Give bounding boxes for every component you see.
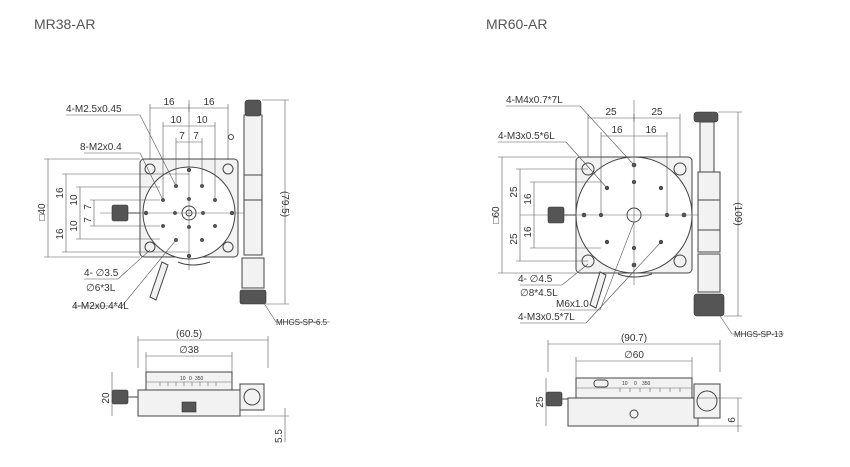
mr38-top-view: 16 16 10 10 7 7 □40 16 10 7 7 10 16 (79.… [37, 97, 330, 327]
mr60-scale-label: 350 [642, 381, 651, 387]
mr38-height-dim: (79.5) [279, 191, 290, 217]
mr38-left-dim: 7 [83, 217, 94, 223]
mr60-top-dim: 16 [645, 125, 657, 136]
mr60-corner-hole [673, 162, 687, 176]
mr38-lock-knob [111, 204, 129, 222]
mr38-side-lock-knob [111, 389, 129, 405]
mr38-top-dim: 10 [196, 115, 208, 126]
mr38-micrometer-cap [244, 99, 262, 117]
mr60-callout: 4-M4x0.7*7L [506, 95, 563, 106]
mr38-scale-label: 10 [180, 376, 186, 382]
mr60-callout: M6x1.0 [556, 299, 589, 310]
mr60-side-width: (90.7) [621, 333, 647, 344]
mr38-callout: 8-M2x0.4 [80, 142, 122, 153]
mr38-left-dim: 10 [69, 220, 80, 232]
mr60-scale-label: 0 [634, 381, 637, 387]
mr60-callout: 4-M3x0.5*7L [518, 312, 575, 323]
title-mr60: MR60-AR [486, 16, 548, 32]
mr38-scale-label: 350 [195, 376, 204, 382]
mr38-side-diameter: ∅38 [179, 345, 199, 356]
mr38-scale-label: 0 [189, 376, 192, 382]
mr60-side-view: (90.7) ∅60 10 0 350 25 6 [535, 333, 742, 432]
mr38-corner-hole [222, 241, 234, 253]
mr38-top-dim: 16 [163, 97, 175, 108]
mr38-side-clamp [181, 401, 197, 413]
mr38-lever [149, 261, 169, 301]
mr60-micrometer-cap [693, 111, 719, 123]
mr60-lock-knob [547, 206, 565, 224]
mr38-side-width: (60.5) [176, 329, 202, 340]
mr38-base-height: 5.5 [274, 429, 285, 443]
mr38-left-dim: 10 [69, 194, 80, 206]
mr38-scale-arc [177, 261, 211, 266]
mr38-callout: ∅6*3L [86, 283, 116, 294]
mr38-left-dim: 16 [55, 228, 66, 240]
mr60-left-dim: 16 [523, 193, 534, 205]
mr38-micrometer-label: MHGS-SP-6.5 [276, 318, 328, 327]
mr60-micrometer-body [697, 171, 721, 253]
mr60-callout: ∅8*4.5L [520, 288, 558, 299]
mr60-callout: 4- ∅4.5 [518, 274, 553, 285]
mr60-side-clamp-screw [629, 409, 639, 419]
mr38-top-dim: 10 [170, 115, 182, 126]
mr38-top-dim: 7 [193, 131, 199, 142]
mr60-left-dim: 25 [509, 233, 520, 245]
title-mr38: MR38-AR [34, 16, 96, 32]
mr60-side-lock-knob [545, 391, 563, 407]
mr60-side-base [567, 397, 699, 427]
mr60-side-window [593, 379, 609, 388]
mr60-top-dim: 25 [651, 107, 663, 118]
mr38-callout: 4-M2x0.4*4L [72, 301, 129, 312]
mr38-callout: 4- ∅3.5 [84, 268, 119, 279]
mr60-lever [589, 271, 607, 309]
mr38-side-view: (60.5) ∅38 10 0 350 20 5.5 [101, 329, 289, 443]
mr38-micrometer-body [243, 114, 263, 256]
mr60-micrometer-label: MHGS-SP-13 [734, 330, 783, 339]
mr60-micrometer-thimble [693, 293, 725, 317]
mr38-callout: 4-M2.5x0.45 [66, 104, 122, 115]
mr60-height-dim: (109) [732, 202, 743, 225]
mr38-corner-hole [222, 163, 234, 175]
mr38-left-dim: 7 [83, 204, 94, 210]
mr38-micrometer-sleeve [241, 257, 265, 289]
mr60-micrometer-stem [699, 121, 715, 173]
mr60-corner-hole [673, 254, 687, 268]
mr60-side-diameter: ∅60 [624, 350, 644, 361]
mr60-callout: 4-M3x0.5*6L [498, 131, 555, 142]
mr38-side-height: 20 [101, 392, 112, 404]
mr60-square-size: □60 [491, 206, 502, 224]
mr60-top-dim: 25 [605, 107, 617, 118]
mr38-top-dim: 16 [203, 97, 215, 108]
mr60-left-dim: 25 [509, 186, 520, 198]
mr60-side-micrometer [693, 383, 721, 419]
mr38-micrometer-thimble [239, 289, 267, 305]
mr38-top-dim: 7 [179, 131, 185, 142]
mr38-left-dim: 16 [55, 187, 66, 199]
mr60-micrometer-sleeve [697, 253, 721, 293]
mr38-square-size: □40 [37, 203, 48, 221]
mr60-side-height: 25 [535, 396, 546, 408]
mr60-scale-label: 10 [622, 381, 628, 387]
mr60-base-height: 6 [727, 417, 738, 423]
mr60-top-dim: 16 [611, 125, 623, 136]
mr60-top-view: 25 25 16 16 □60 25 16 16 25 (109) [491, 95, 784, 339]
mr60-scale-arc [617, 273, 653, 278]
mr60-left-dim: 16 [523, 226, 534, 238]
